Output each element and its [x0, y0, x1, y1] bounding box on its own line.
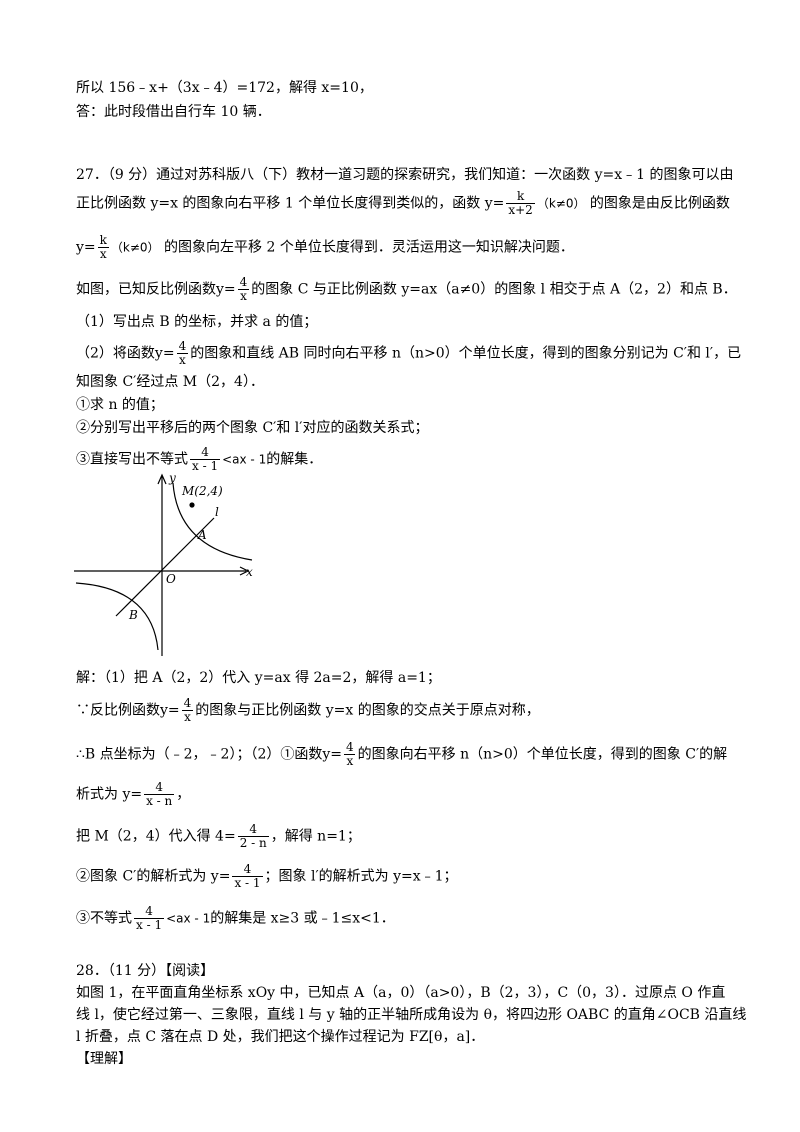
- label-origin: O: [166, 572, 176, 586]
- label-a: A: [197, 528, 207, 542]
- line-l: [115, 517, 215, 617]
- x-axis-arrow: [239, 566, 250, 576]
- q27-part1: （1）写出点 B 的坐标，并求 a 的值；: [76, 314, 318, 330]
- q27-sub1: ①求 n 的值；: [76, 397, 164, 413]
- point-m: [189, 502, 195, 508]
- q28-line: 【理解】: [76, 1051, 132, 1067]
- q27-intro-line: 27．（9 分）通过对苏科版八（下）教材一道习题的探索研究，我们知道：一次函数 …: [76, 167, 734, 183]
- solution-line: 解：（1）把 A（2，2）代入 y=ax 得 2a=2，解得 a=1；: [76, 670, 441, 686]
- text-line: 所以 156﹣x+（3x﹣4）=172，解得 x=10，: [76, 80, 373, 96]
- function-graph-figure: y x O M(2,4) A B l: [74, 471, 253, 656]
- label-y: y: [168, 471, 176, 485]
- q28-line: 如图 1，在平面直角坐标系 xOy 中，已知点 A（a，0）（a>0），B（2，…: [76, 985, 726, 1001]
- label-l: l: [215, 505, 219, 519]
- q27-part2-cont: 知图象 C′经过点 M（2，4）．: [76, 374, 264, 390]
- y-axis-arrow: [157, 473, 167, 485]
- q27-sub2: ②分别写出平移后的两个图象 C′和 l′对应的函数关系式；: [76, 420, 429, 436]
- q28-line: 线 l，使它经过第一、三象限，直线 l 与 y 轴的正半轴所成角设为 θ，将四边…: [76, 1007, 747, 1023]
- hyperbola-branch-upper: [172, 482, 253, 561]
- q28-line: 28．（11 分）【阅读】: [76, 963, 215, 979]
- q28-line: l 折叠，点 C 落在点 D 处，我们把这个操作过程记为 FZ[θ，a]．: [76, 1029, 485, 1045]
- text-line: 答：此时段借出自行车 10 辆．: [76, 104, 271, 120]
- hyperbola-branch-lower: [75, 582, 159, 651]
- label-b: B: [128, 608, 138, 622]
- label-x: x: [246, 565, 253, 579]
- label-m: M(2,4): [181, 484, 223, 498]
